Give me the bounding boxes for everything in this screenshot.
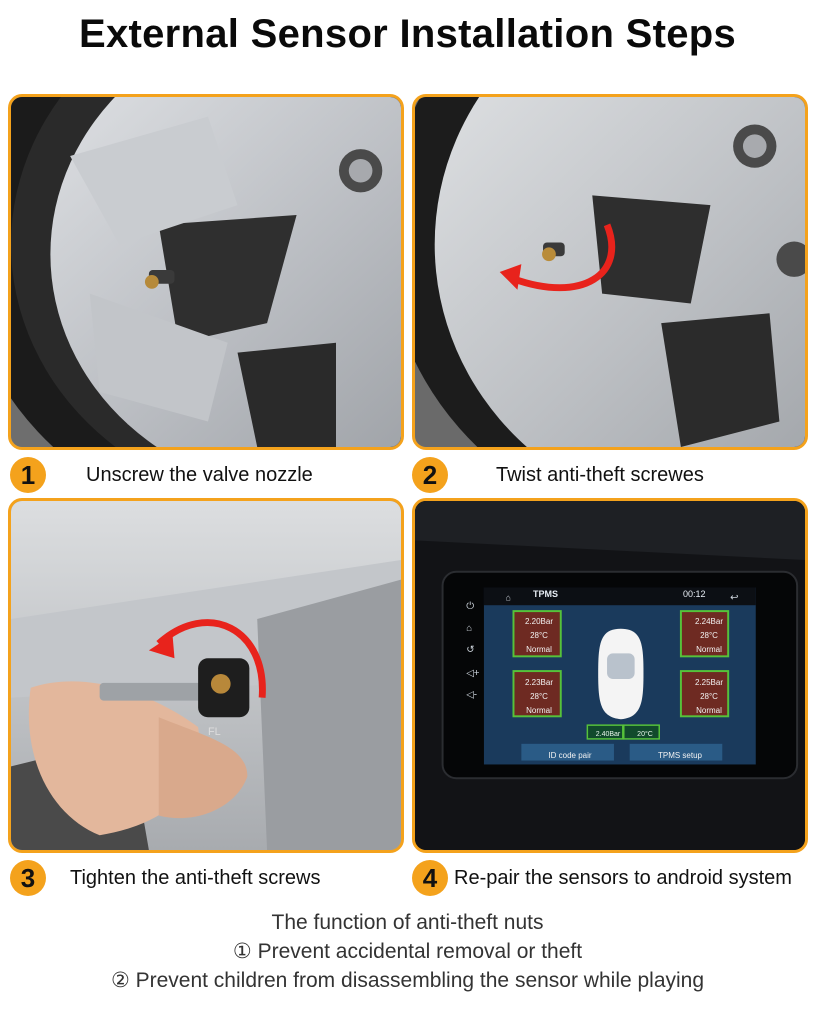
step-number-badge: 1: [10, 457, 46, 493]
anti-theft-notes: The function of anti-theft nuts ① Preven…: [0, 908, 815, 995]
step-number-badge: 3: [10, 860, 46, 896]
volume-up-icon: ◁+: [466, 668, 480, 679]
step-number-badge: 2: [412, 457, 448, 493]
power-icon: ⏻: [466, 601, 474, 612]
wheel-photo-1: [11, 97, 401, 447]
step-label: Tighten the anti-theft screws: [70, 866, 321, 889]
photo-twist-screws: [412, 94, 808, 450]
volume-down-icon: ◁-: [466, 690, 477, 701]
step-label: Re-pair the sensors to android system: [454, 866, 792, 889]
tighten-arrow-icon: [156, 619, 266, 698]
photo-android-tpms: ⌂ ⏻ ⌂ ↺ ◁+ ◁- ↩ TPMS 00:12 2.20Bar 28°C …: [412, 498, 808, 853]
arrow-head-icon: [499, 264, 522, 290]
note-item: ① Prevent accidental removal or theft: [232, 940, 583, 963]
step-2: 2 Twist anti-theft screwes: [412, 455, 704, 495]
step-label: Twist anti-theft screwes: [496, 463, 704, 486]
hand-photo: FL: [11, 501, 401, 850]
notes-heading: The function of anti-theft nuts: [271, 911, 544, 934]
step-number-badge: 4: [412, 860, 448, 896]
photo-unscrew-valve: [8, 94, 404, 450]
step-4: 4 Re-pair the sensors to android system: [412, 858, 792, 898]
step-1: 1 Unscrew the valve nozzle: [10, 455, 313, 495]
home-side-icon: ⌂: [466, 623, 472, 634]
wheel-photo-2: [415, 97, 805, 447]
dashboard-photo: ⌂ ⏻ ⌂ ↺ ◁+ ◁- ↩: [415, 501, 805, 850]
twist-arrow-icon: [512, 223, 616, 292]
step-label: Unscrew the valve nozzle: [86, 463, 313, 486]
photo-tighten-screws: FL: [8, 498, 404, 853]
back-icon: ↺: [466, 644, 474, 655]
page-title: External Sensor Installation Steps: [78, 12, 737, 56]
sensor-tag-label: FL: [208, 726, 221, 738]
home-icon: ⌂: [506, 592, 511, 602]
step-3: 3 Tighten the anti-theft screws: [10, 858, 321, 898]
note-item: ② Prevent children from disassembling th…: [110, 969, 705, 992]
return-icon: ↩: [730, 592, 738, 603]
